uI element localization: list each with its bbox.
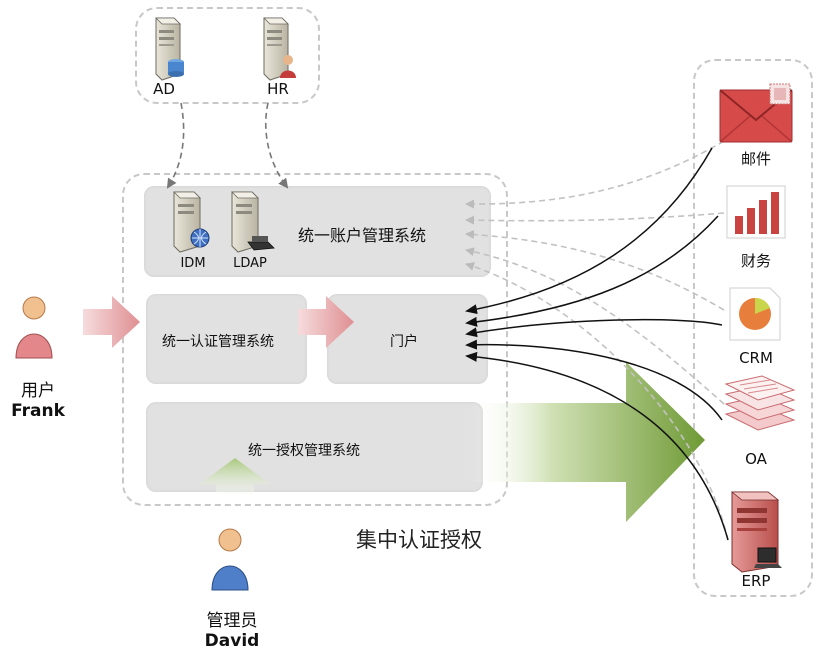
app-label-erp: ERP	[741, 572, 771, 590]
apps-to-portal-arrows	[465, 147, 729, 541]
ad-server-icon	[155, 17, 184, 81]
admin-to-authz-arrow	[200, 458, 270, 496]
sources-group-box	[135, 7, 320, 104]
apps-to-account-dashed-arrows	[465, 140, 729, 541]
account-system-label: 统一账户管理系统	[298, 226, 427, 245]
app-label-oa: OA	[745, 450, 767, 468]
app-label-finance: 财务	[740, 252, 771, 270]
ad-label: AD	[153, 80, 175, 98]
auth-to-portal-arrow	[298, 296, 354, 348]
ad-to-idm-dash	[166, 102, 185, 189]
hr-server-icon	[263, 17, 296, 81]
auth-system-panel	[146, 294, 307, 384]
admin-person-icon	[211, 528, 249, 591]
admin-role-label: 管理员	[206, 611, 258, 631]
hr-to-ldap-dash	[265, 102, 289, 189]
apps-group-box	[693, 59, 813, 597]
central-system-group-box	[122, 173, 508, 506]
portal-label: 门户	[390, 334, 418, 350]
user-name-label: Frank	[11, 401, 65, 421]
idm-label: IDM	[180, 256, 206, 271]
user-role-label: 用户	[21, 381, 55, 401]
idm-server-icon	[173, 191, 210, 253]
authz-system-panel	[146, 402, 483, 492]
ldap-label: LDAP	[233, 256, 267, 271]
authz-system-label: 统一授权管理系统	[248, 443, 360, 459]
auth-system-label: 统一认证管理系统	[162, 334, 274, 350]
hr-label: HR	[267, 80, 289, 98]
user-person-icon	[15, 296, 53, 359]
portal-panel	[327, 294, 488, 384]
authz-to-apps-arrow	[470, 362, 705, 522]
central-auth-caption: 集中认证授权	[356, 528, 482, 552]
user-to-auth-arrow	[83, 296, 140, 348]
ldap-server-icon	[231, 191, 275, 253]
app-label-mail: 邮件	[740, 150, 771, 168]
admin-name-label: David	[204, 631, 260, 651]
bar-chart-icon	[726, 185, 786, 239]
pie-chart-icon	[729, 287, 781, 341]
mail-icon	[719, 83, 793, 143]
app-label-crm: CRM	[739, 349, 773, 367]
documents-stack-icon	[724, 375, 796, 431]
server-terminal-icon	[730, 491, 782, 573]
